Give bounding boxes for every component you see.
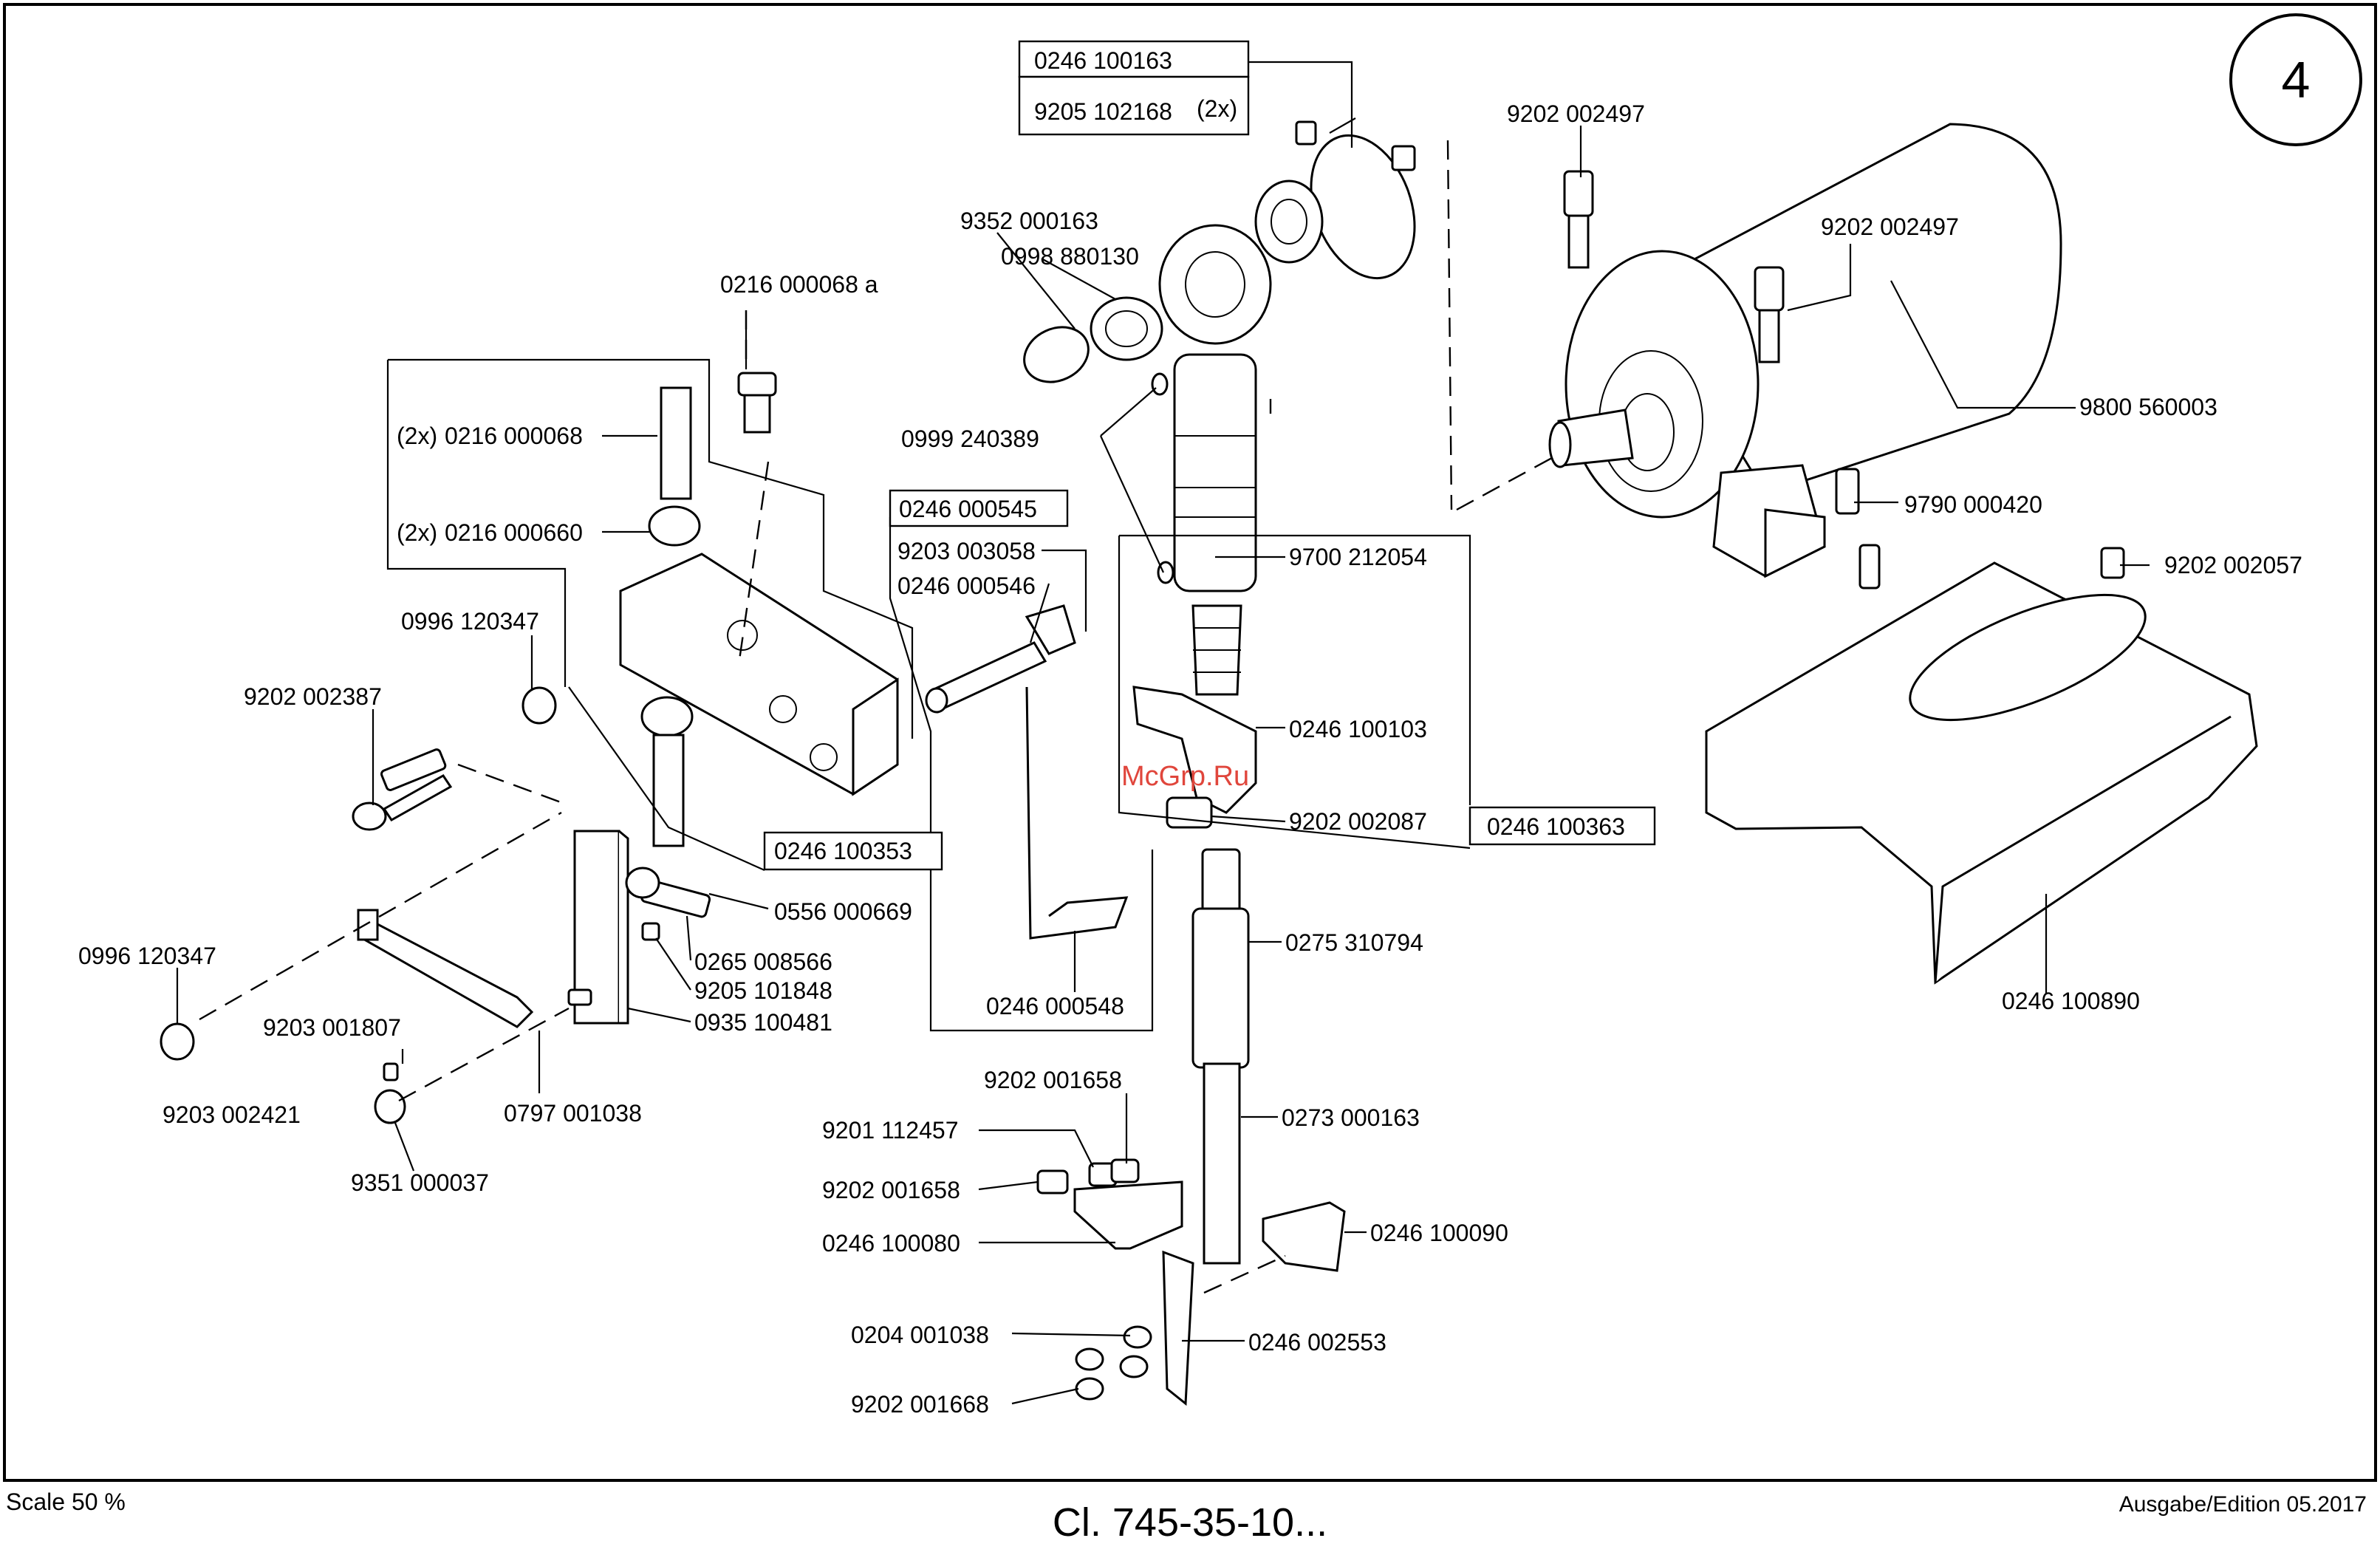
- label-0797-001038: 0797 001038: [504, 1100, 642, 1127]
- rod-and-wire-part: [925, 604, 1129, 940]
- label-0265-008566: 0265 008566: [694, 949, 832, 975]
- label-0246-000545: 0246 000545: [899, 496, 1037, 522]
- label-box-0246-100363: [1468, 806, 1656, 846]
- label-qty: (2x): [397, 423, 437, 449]
- label-box-0246-100353: [763, 831, 943, 871]
- label-0935-100481: 0935 100481: [694, 1009, 832, 1036]
- label-9202-001658-b: 9202 001658: [822, 1177, 960, 1203]
- guide-block-part: [619, 372, 899, 847]
- watermark: McGrp.Ru: [1121, 761, 1249, 792]
- label-0204-001038: 0204 001038: [851, 1322, 989, 1348]
- edition-note: Ausgabe/Edition 05.2017: [2119, 1492, 2367, 1517]
- label-0273-000163: 0273 000163: [1282, 1104, 1420, 1131]
- part-labels: 0246 100163 9205 102168 (2x) 9202 002497…: [78, 40, 2302, 1418]
- label-9700-212054: 9700 212054: [1289, 544, 1427, 570]
- label-qty: (2x): [397, 519, 437, 546]
- cover-plate-part: [1705, 561, 2258, 985]
- pneumatic-cylinder-part: [1151, 224, 1272, 696]
- label-9203-002421: 9203 002421: [163, 1101, 301, 1128]
- label-9351-000037: 9351 000037: [351, 1169, 489, 1196]
- label-0246-100890: 0246 100890: [2002, 988, 2140, 1014]
- label-0246-100363: 0246 100363: [1487, 813, 1625, 840]
- label-0246-000548: 0246 000548: [986, 993, 1124, 1019]
- label-9202-002497-b: 9202 002497: [1821, 213, 1959, 240]
- left-screws: [160, 686, 557, 1124]
- label-0246-100080: 0246 100080: [822, 1230, 960, 1257]
- label-box-0246-000545: [889, 489, 1069, 527]
- scale-note: Scale 50 %: [6, 1489, 126, 1515]
- label-9790-000420: 9790 000420: [1904, 491, 2042, 518]
- label-box-0246-100163: [1018, 40, 1250, 78]
- lever-assembly-part: [357, 830, 711, 1028]
- label-0216-000068-a: 0216 000068 a: [720, 271, 878, 298]
- flange-clamp-part: [1254, 120, 1416, 280]
- label-0998-880130: 0998 880130: [1001, 243, 1139, 270]
- label-0246-100353: 0246 100353: [774, 838, 912, 864]
- label-9202-002387: 9202 002387: [244, 683, 382, 710]
- label-0246-100163: 0246 100163: [1034, 47, 1172, 74]
- leader-lines: [176, 61, 2150, 1405]
- motor-bolts: [1563, 170, 2125, 589]
- bracket-100103-part: [1132, 686, 1257, 829]
- label-0996-120347-a: 0996 120347: [401, 608, 539, 635]
- label-9202-001658-a: 9202 001658: [984, 1067, 1122, 1093]
- label-9205-102168: 9205 102168: [1034, 98, 1172, 125]
- label-0275-310794: 0275 310794: [1285, 929, 1423, 956]
- label-box-9205-102168: [1018, 75, 1250, 136]
- label-9201-112457: 9201 112457: [822, 1117, 958, 1144]
- label-9202-002057: 9202 002057: [2164, 552, 2302, 578]
- label-0246-100103: 0246 100103: [1289, 716, 1427, 742]
- label-9352-000163: 9352 000163: [960, 208, 1098, 234]
- label-0246-100090: 0246 100090: [1370, 1220, 1508, 1246]
- label-0246-000546: 0246 000546: [897, 573, 1036, 599]
- page-number: 4: [2282, 51, 2311, 109]
- label-9202-002497-a: 9202 002497: [1507, 100, 1645, 127]
- document-title: Cl. 745-35-10...: [1052, 1500, 1328, 1545]
- bottom-bracket-parts: [1036, 1158, 1346, 1406]
- label-0996-120347-b: 0996 120347: [78, 943, 216, 969]
- vertical-shaft-part: [1191, 848, 1250, 1265]
- diagram-border: [3, 3, 2377, 1482]
- label-9202-002087: 9202 002087: [1289, 808, 1427, 835]
- label-0556-000669: 0556 000669: [774, 898, 912, 925]
- motor-part: [1548, 123, 2062, 578]
- label-9205-101848: 9205 101848: [694, 977, 832, 1004]
- label-0246-002553: 0246 002553: [1248, 1329, 1386, 1356]
- label-0999-240389: 0999 240389: [901, 426, 1039, 452]
- label-9203-001807: 9203 001807: [263, 1014, 401, 1041]
- label-9800-560003: 9800 560003: [2079, 394, 2217, 420]
- ring-washer-part: [1023, 296, 1163, 383]
- page-number-badge: 4: [2229, 13, 2362, 146]
- label-qty: (2x): [1197, 95, 1237, 122]
- label-9202-001668: 9202 001668: [851, 1391, 989, 1418]
- center-lines: [199, 140, 1559, 1294]
- label-9203-003058: 9203 003058: [897, 538, 1036, 564]
- label-0216-000660: 0216 000660: [445, 519, 583, 546]
- label-0216-000068: 0216 000068: [445, 423, 583, 449]
